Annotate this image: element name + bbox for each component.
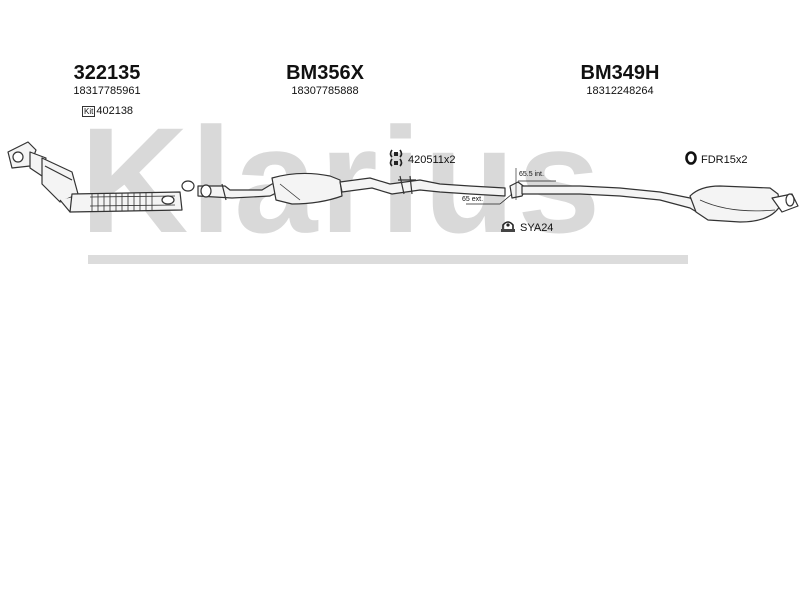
watermark-underline [88,255,688,264]
kit-number: 402138 [96,105,134,117]
fitting-kit[interactable]: Kit 402138 [82,104,133,118]
part-catalytic-converter[interactable]: 322135 18317785961 [62,62,152,98]
part-rear-silencer[interactable]: BM349H 18312248264 [555,62,685,98]
centre-silencer-shape [271,172,343,205]
part-oe-number: 18307785888 [291,85,359,97]
part-centre-silencer[interactable]: BM356X 18307785888 [265,62,385,98]
dimension-internal-label: 65.5 int. [519,171,544,178]
catalytic-converter-shape [29,151,79,213]
part-code: BM349H [580,62,660,84]
tail-pipe-shape [521,185,701,215]
callout-rubber-ring[interactable]: FDR15x2 [685,151,747,169]
part-code: 322135 [73,62,141,84]
part-oe-number: 18312248264 [586,85,654,97]
rubber-ring-icon [685,151,697,169]
callout-label: SYA24 [520,222,554,234]
callout-rubber-hanger[interactable]: 420511x2 [388,148,456,172]
flex-pipe-shape [69,191,183,213]
callout-clamp[interactable]: SYA24 [500,219,553,237]
callout-label: FDR15x2 [701,154,748,166]
rubber-hanger-icon [388,148,404,172]
clamp-icon [500,219,516,237]
part-code: BM356X [286,62,364,84]
connector-ring-shape [181,180,195,192]
intermediate-pipe-shape [197,179,283,201]
callout-label: 420511x2 [408,154,456,166]
kit-badge: Kit [82,105,96,117]
rear-silencer-shape [689,185,799,223]
mid-pipe-shape [339,175,506,197]
dimension-leaders [466,180,556,205]
dimension-external-label: 65 ext. [462,196,484,203]
part-oe-number: 18317785961 [73,85,141,97]
